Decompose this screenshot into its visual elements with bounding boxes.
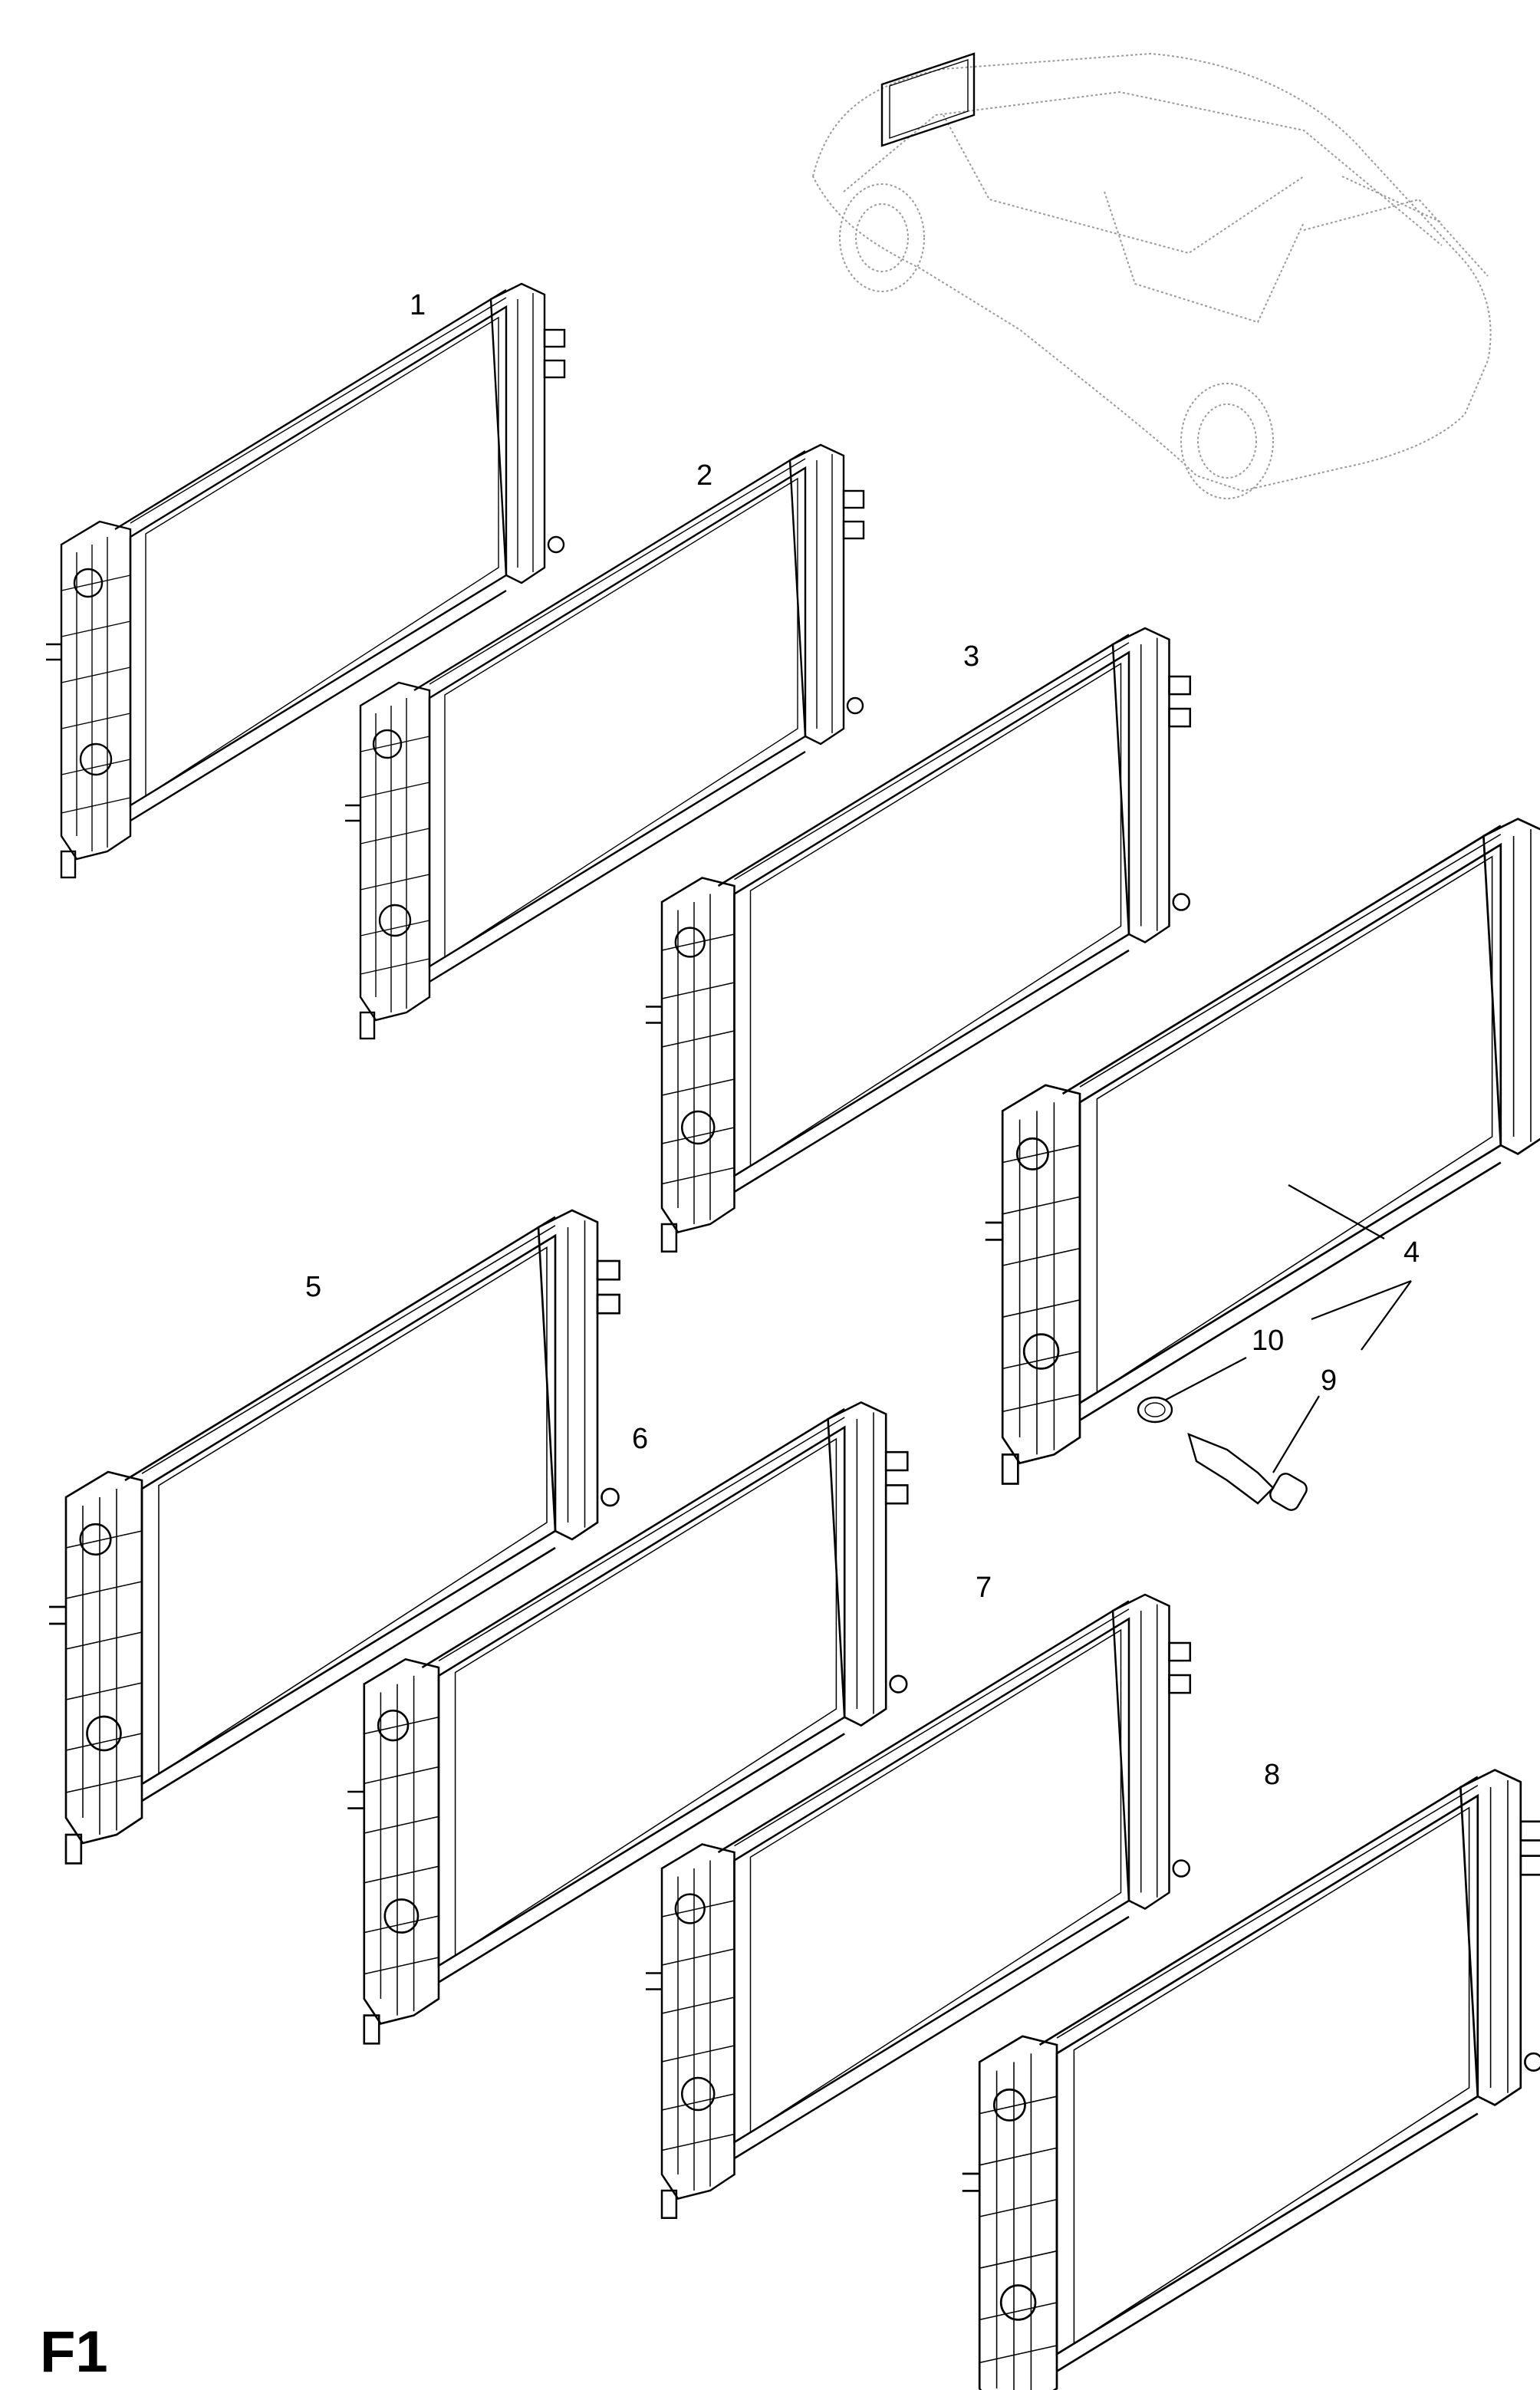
radiator-5	[48, 1209, 620, 1865]
drain-plug-icon	[1187, 1432, 1308, 1511]
callout-7: 7	[976, 1572, 992, 1604]
callout-10: 10	[1252, 1325, 1284, 1357]
radiator-3	[644, 627, 1192, 1253]
callout-5: 5	[305, 1271, 321, 1303]
callout-4: 4	[1403, 1236, 1420, 1269]
callout-1: 1	[410, 289, 426, 321]
callout-2: 2	[696, 459, 712, 492]
radiator-7	[644, 1593, 1192, 2219]
callout-8: 8	[1264, 1759, 1280, 1791]
radiator-6	[346, 1401, 909, 2045]
callout-6: 6	[632, 1423, 648, 1455]
radiator-icon	[44, 282, 566, 879]
radiator-2	[344, 443, 865, 1040]
seal-ring-icon	[1137, 1396, 1173, 1424]
radiator-4	[984, 818, 1540, 1485]
callout-3: 3	[963, 640, 979, 673]
leader-lines	[1165, 1184, 1412, 1473]
callout-9: 9	[1321, 1365, 1337, 1397]
hatchback-car-icon	[811, 52, 1492, 499]
figure-code: F1	[40, 2319, 108, 2385]
radiator-1	[44, 282, 566, 879]
radiator-8	[961, 1769, 1540, 2390]
